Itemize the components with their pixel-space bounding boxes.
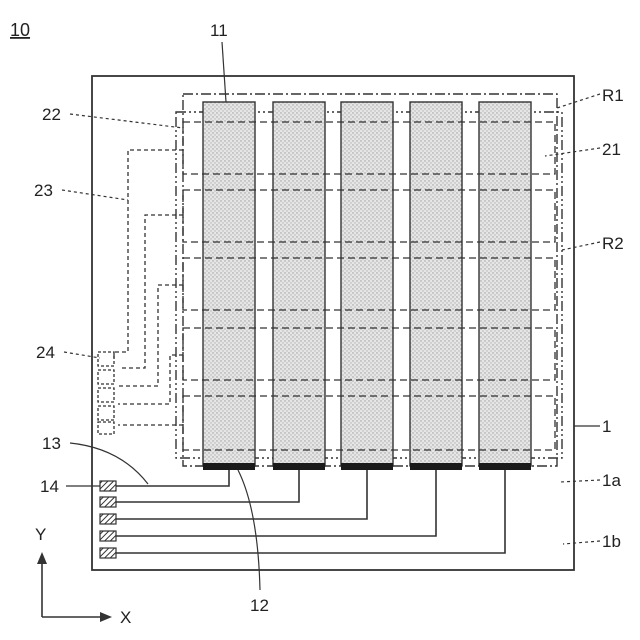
electrode-5 <box>479 102 531 466</box>
label-surface-1a: 1a <box>602 471 621 490</box>
busbar-1 <box>203 463 255 470</box>
label-region-r2: R2 <box>602 234 624 253</box>
electrode-4 <box>410 102 462 466</box>
label-electrode: 11 <box>210 21 228 40</box>
label-region-r1: R1 <box>602 86 624 105</box>
terminal-pad-1 <box>100 481 116 491</box>
figure-number: 10 <box>10 20 30 40</box>
electrode-group <box>203 102 531 466</box>
label-substrate: 1 <box>602 417 611 436</box>
terminal-pad-4 <box>100 531 116 541</box>
axis-x-label: X <box>120 608 131 627</box>
busbar-2 <box>273 463 325 470</box>
label-sensor-24: 24 <box>36 343 55 362</box>
axis-y-label: Y <box>35 525 46 544</box>
label-surface-1b: 1b <box>602 532 621 551</box>
axis-y-arrowhead <box>37 552 47 564</box>
electrode-1 <box>203 102 255 466</box>
label-sensor-23: 23 <box>34 181 53 200</box>
terminal-pad-5 <box>100 548 116 558</box>
label-wiring: 13 <box>42 434 61 453</box>
label-sensor-22: 22 <box>42 105 61 124</box>
terminal-pad-2 <box>100 497 116 507</box>
label-terminal: 14 <box>40 477 59 496</box>
busbar-5 <box>479 463 531 470</box>
busbar-4 <box>410 463 462 470</box>
axis-x-arrowhead <box>100 612 112 622</box>
electrode-3 <box>341 102 393 466</box>
electrode-2 <box>273 102 325 466</box>
busbar-group <box>203 463 531 470</box>
terminal-pad-3 <box>100 514 116 524</box>
label-busbar: 12 <box>250 596 269 615</box>
busbar-3 <box>341 463 393 470</box>
label-sensor-21: 21 <box>602 140 621 159</box>
